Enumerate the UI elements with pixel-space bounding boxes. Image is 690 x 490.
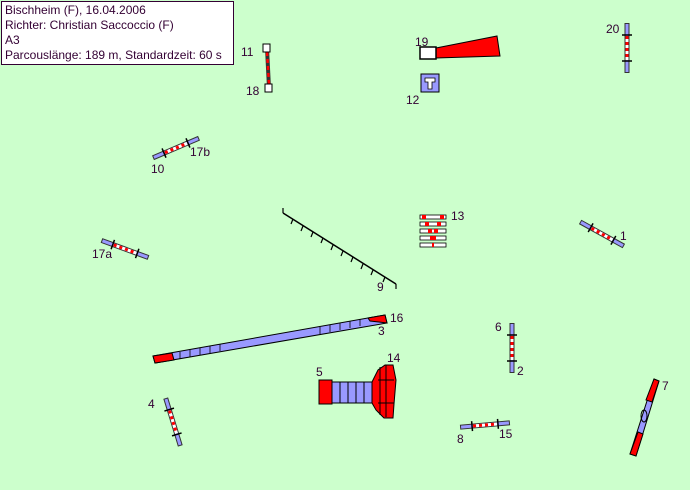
label-19: 19 [415,35,429,49]
label-9: 9 [377,280,384,294]
chute-tunnel-19 [419,35,501,60]
obstacle-13 [419,214,447,248]
course-info-box: Bischheim (F), 16.04.2006 Richter: Chris… [1,1,234,65]
jump-20 [622,23,632,73]
label-6: 6 [495,320,502,334]
label-13: 13 [451,209,465,223]
label-1: 1 [620,229,627,243]
label-17b: 17b [190,145,210,159]
label-18: 18 [246,84,260,98]
label-15: 15 [499,427,513,441]
jump-4 [161,397,185,448]
label-10: 10 [151,162,165,176]
label-7: 7 [662,379,669,393]
dogwalk-3-16 [152,314,388,364]
class: A3 [5,33,20,47]
judge: Richter: Christian Saccoccio (F) [5,18,174,32]
label-17a: 17a [92,247,112,261]
label-5: 5 [316,365,323,379]
label-12: 12 [406,93,420,107]
label-11: 11 [241,45,254,59]
label-3: 3 [378,324,385,338]
jump-2-6 [507,323,517,373]
tire-7 [629,378,660,457]
label-14: 14 [387,351,401,365]
label-4: 4 [148,397,155,411]
label-2: 2 [517,364,524,378]
label-16: 16 [390,311,404,325]
jump-1 [578,218,627,251]
label-20: 20 [606,22,620,36]
course-info: Parcouslänge: 189 m, Standardzeit: 60 s [5,48,222,62]
jump-11-18 [262,43,273,93]
location-date: Bischheim (F), 16.04.2006 [5,3,146,17]
tunnel-5-14 [318,364,397,419]
weave-poles-9 [282,208,397,289]
label-8: 8 [457,432,464,446]
table-12 [420,73,440,93]
